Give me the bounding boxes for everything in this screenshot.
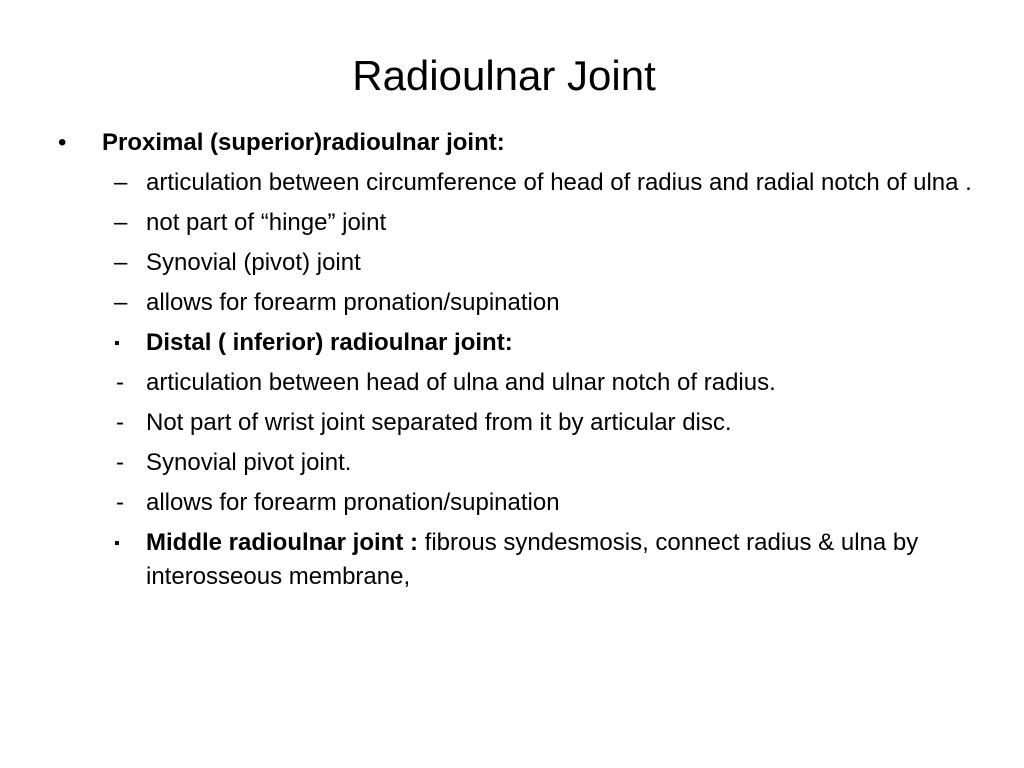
bullet-list: • Proximal (superior)radioulnar joint: –… [0, 126, 1024, 600]
item-text: allows for forearm pronation/supination [146, 289, 560, 316]
square-bullet-icon: ▪ [114, 335, 120, 352]
item-heading: Proximal (superior)radioulnar joint: [102, 129, 505, 156]
item-text: articulation between head of ulna and ul… [146, 369, 776, 396]
dash-marker: – [114, 249, 128, 276]
list-item: – allows for forearm pronation/supinatio… [0, 286, 1024, 320]
item-text: allows for forearm pronation/supination [146, 489, 560, 516]
hyphen-marker: - [116, 369, 124, 396]
list-item: ▪ Middle radioulnar joint : fibrous synd… [0, 526, 1024, 594]
item-text: fibrous syndesmosis, connect radius & ul… [146, 529, 919, 590]
list-item: – Synovial (pivot) joint [0, 246, 1024, 280]
item-text: Synovial (pivot) joint [146, 249, 361, 276]
hyphen-marker: - [116, 409, 124, 436]
hyphen-marker: - [116, 489, 124, 516]
list-item: • Proximal (superior)radioulnar joint: [0, 126, 1024, 160]
list-item: - Synovial pivot joint. [0, 446, 1024, 480]
hyphen-marker: - [116, 449, 124, 476]
item-heading: Middle radioulnar joint : [146, 529, 418, 556]
item-text: Not part of wrist joint separated from i… [146, 409, 732, 436]
list-item: – not part of “hinge” joint [0, 206, 1024, 240]
bullet-marker: • [58, 129, 67, 156]
list-item: - allows for forearm pronation/supinatio… [0, 486, 1024, 520]
square-bullet-icon: ▪ [114, 535, 120, 552]
list-item: ▪ Distal ( inferior) radioulnar joint: [0, 326, 1024, 360]
item-text: articulation between circumference of he… [146, 169, 972, 196]
dash-marker: – [114, 209, 128, 236]
item-heading: Distal ( inferior) radioulnar joint: [146, 329, 513, 356]
item-text: Synovial pivot joint. [146, 449, 352, 476]
dash-marker: – [114, 169, 128, 196]
dash-marker: – [114, 289, 128, 316]
list-item: – articulation between circumference of … [0, 166, 1024, 200]
item-text: not part of “hinge” joint [146, 209, 387, 236]
list-item: - Not part of wrist joint separated from… [0, 406, 1024, 440]
slide-title: Radioulnar Joint [352, 52, 656, 99]
list-item: - articulation between head of ulna and … [0, 366, 1024, 400]
